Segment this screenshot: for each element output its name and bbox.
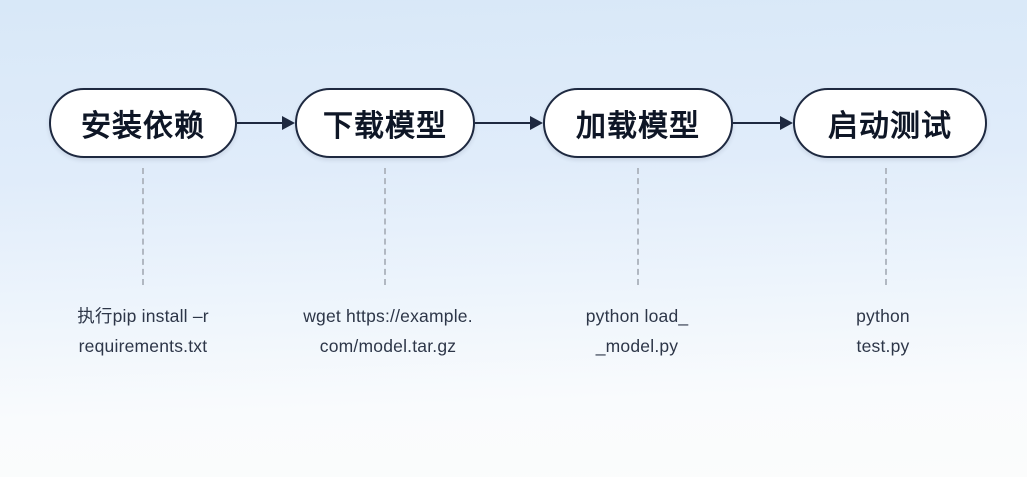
caption-line: test.py (856, 336, 910, 356)
caption-line: wget https://example. (303, 306, 473, 326)
arrow-head-icon (780, 116, 793, 130)
caption-load-model: python load_ _model.py (507, 301, 767, 361)
dashed-dropline (637, 168, 639, 285)
caption-install-dependencies: 执行pip install –r requirements.txt (13, 301, 273, 361)
caption-line: python load_ (585, 306, 689, 326)
caption-line: requirements.txt (78, 336, 208, 356)
caption-line: python (856, 306, 910, 326)
arrow-right-icon (733, 110, 793, 136)
dashed-dropline (885, 168, 887, 285)
dashed-dropline (384, 168, 386, 285)
node-label: 安装依赖 (81, 110, 205, 143)
arrow-head-icon (530, 116, 543, 130)
caption-line: 执行pip install –r (77, 306, 209, 326)
node-label: 启动测试 (828, 110, 952, 143)
arrow-line (475, 121, 534, 125)
arrow-line (237, 121, 286, 125)
node-load-model: 加载模型 (543, 88, 733, 158)
caption-line: _model.py (595, 336, 679, 356)
dashed-dropline (142, 168, 144, 285)
node-start-test: 启动测试 (793, 88, 987, 158)
node-label: 下载模型 (323, 110, 447, 143)
caption-download-model: wget https://example. com/model.tar.gz (258, 301, 518, 361)
arrow-line (733, 121, 784, 125)
node-install-dependencies: 安装依赖 (49, 88, 237, 158)
node-label: 加载模型 (576, 110, 700, 143)
caption-start-test: python test.py (753, 301, 1013, 361)
caption-line: com/model.tar.gz (319, 336, 457, 356)
arrow-right-icon (475, 110, 543, 136)
node-download-model: 下载模型 (295, 88, 475, 158)
arrow-head-icon (282, 116, 295, 130)
arrow-right-icon (237, 110, 295, 136)
